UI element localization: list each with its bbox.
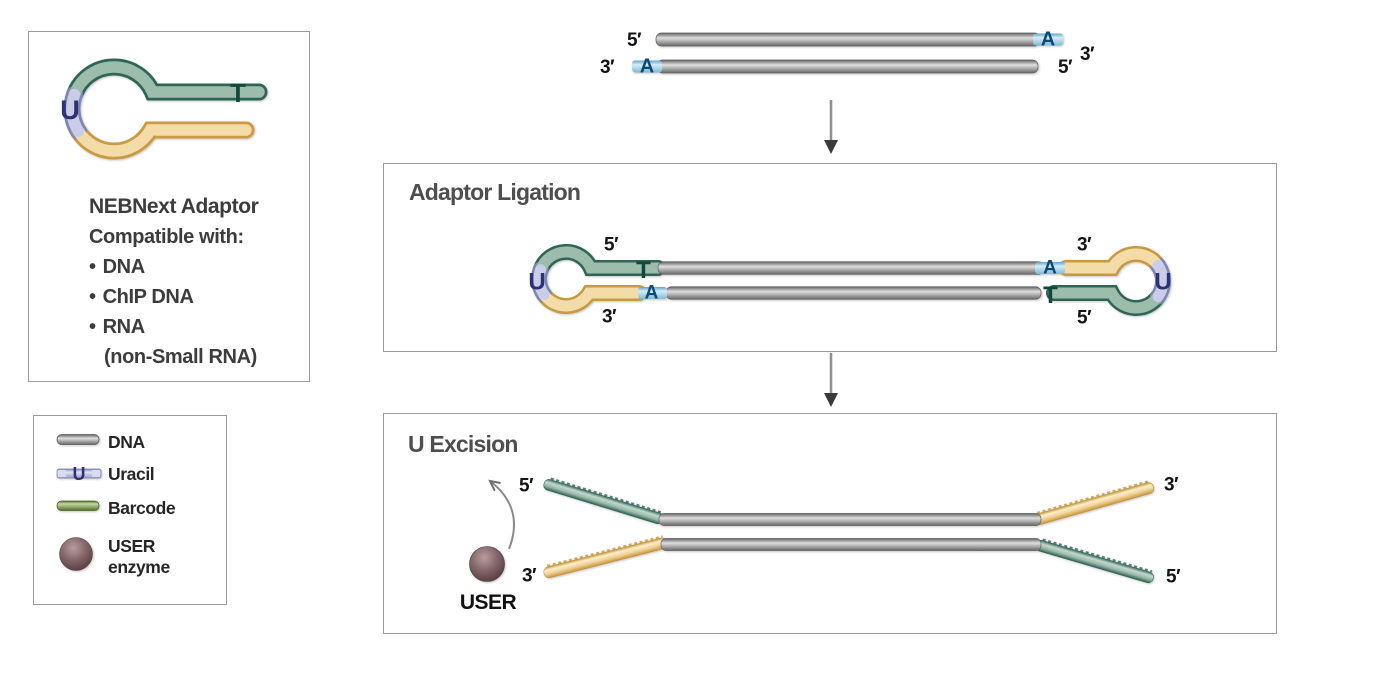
yellow-serration-ticks: [70, 132, 158, 159]
input-top-3prime-label: 3′: [1080, 44, 1095, 65]
input-top-5prime-label: 5′: [627, 30, 642, 51]
excision-arrow-head: [488, 479, 501, 492]
adaptor-info-text: NEBNext Adaptor Compatible with: • DNA • C…: [89, 192, 304, 372]
left-adaptor-yellow-strand: [538, 287, 645, 312]
barcode-icon: [56, 498, 108, 519]
bullet-icon: •: [89, 286, 96, 308]
excision-left-3prime-label: 3′: [522, 566, 537, 587]
insert-top-strand: [657, 261, 1045, 275]
ligation-left-3prime-label: 3′: [602, 307, 617, 328]
a-overhang-top-letter: A: [1041, 29, 1055, 51]
ligated-construct-graphic: T A A T U U 5′ 3′ 3′ 5′: [528, 235, 1171, 329]
left-bottom-yellow-arm: [543, 535, 668, 579]
left-adaptor-uracil-segment: [533, 264, 550, 300]
core-top-strand: [658, 513, 1042, 526]
left-a-base-letter: A: [645, 283, 659, 304]
a-overhang-bottom-letter: A: [640, 56, 654, 78]
adaptor-info-subtitle: Compatible with:: [89, 226, 244, 248]
right-a-base-segment: [1035, 262, 1065, 274]
adaptor-hairpin: [63, 58, 268, 160]
green-serration-ticks: [70, 59, 158, 86]
right-adaptor-uracil-segment: [1152, 260, 1169, 302]
excision-curved-arrow: [489, 480, 516, 550]
dna-top-strand: [655, 32, 1041, 47]
adaptor-ligation-title: Adaptor Ligation: [409, 179, 581, 205]
legend-label-barcode: Barcode: [108, 498, 176, 518]
input-bottom-3prime-label: 3′: [600, 57, 615, 78]
flow-arrow-down-2: [824, 353, 838, 407]
adaptor-green-strand: [68, 61, 265, 101]
compatible-item-label: RNA: [102, 316, 146, 338]
nebnext-adaptor-hairpin-graphic: U T: [60, 58, 268, 160]
left-adaptor-green-strand: [535, 246, 664, 276]
adaptor-uracil-segment: [66, 88, 85, 138]
arrow-head: [824, 140, 838, 154]
compatible-item-rna: • RNA: [89, 312, 304, 342]
nebnext-adaptor-info-box: U T NEBNext Adaptor Compatible with: • DN…: [28, 31, 310, 382]
ligation-right-5prime-label: 5′: [1077, 308, 1092, 329]
u-excision-box: U Excision: [383, 413, 1277, 634]
compatible-item-label: DNA: [102, 256, 146, 278]
ligation-right-3prime-label: 3′: [1077, 235, 1092, 256]
flow-arrow-down-1: [824, 100, 838, 154]
arrow-head: [824, 393, 838, 407]
excised-construct-graphic: 5′ 3′ 3′ 5′ USER: [460, 475, 1182, 615]
excision-left-5prime-label: 5′: [519, 476, 534, 497]
user-enzyme-icon: [56, 532, 108, 581]
legend-label-dna: DNA: [108, 432, 145, 452]
legend-label-uracil: Uracil: [108, 464, 155, 484]
legend-row-barcode: Barcode: [56, 498, 176, 519]
left-t-base-letter: T: [636, 257, 651, 284]
legend-label-user-line2: enzyme: [108, 556, 170, 577]
adaptor-yellow-strand: [72, 124, 252, 157]
a-overhang-bottom-segment: [632, 60, 662, 73]
u-excision-title: U Excision: [408, 431, 518, 457]
uracil-icon: U: [56, 460, 108, 489]
adaptor-ligation-box: Adaptor Ligation: [383, 163, 1277, 352]
excision-right-5prime-label: 5′: [1166, 567, 1181, 588]
input-bottom-5prime-label: 5′: [1058, 57, 1073, 78]
dna-bottom-strand: [656, 59, 1039, 74]
uracil-icon-letter: U: [73, 464, 86, 484]
core-bottom-strand: [660, 538, 1042, 551]
user-enzyme-label: USER: [460, 591, 517, 614]
legend-row-dna: DNA: [56, 431, 145, 454]
right-t-base-letter: T: [1043, 282, 1058, 309]
right-u-letter: U: [1154, 269, 1171, 296]
legend-row-uracil: U Uracil: [56, 460, 155, 489]
right-a-base-letter: A: [1043, 258, 1057, 279]
left-top-green-arm: [543, 477, 664, 524]
right-top-yellow-arm: [1033, 480, 1155, 525]
bullet-icon: •: [89, 256, 96, 278]
adaptor-info-title: NEBNext Adaptor: [89, 195, 259, 218]
adaptor-info-note: (non-Small RNA): [104, 346, 257, 368]
left-u-letter: U: [528, 269, 545, 296]
legend-label-user-enzyme: USER enzyme: [108, 536, 170, 578]
legend-label-user-line1: USER: [108, 535, 156, 556]
ligation-left-5prime-label: 5′: [604, 235, 619, 256]
insert-bottom-strand: [665, 286, 1042, 300]
compatible-item-dna: • DNA: [89, 252, 304, 282]
right-adaptor-green-strand: [1048, 287, 1164, 314]
left-a-base-segment: [638, 287, 667, 299]
adaptor-t-letter: T: [230, 78, 246, 108]
excision-right-3prime-label: 3′: [1164, 475, 1179, 496]
right-adaptor-yellow-strand: [1060, 248, 1164, 274]
legend-row-user-enzyme: USER enzyme: [56, 532, 170, 581]
right-bottom-green-arm: [1035, 538, 1154, 584]
input-dna-fragment-graphic: A A 5′ 3′ 3′ 5′: [600, 29, 1096, 79]
compatible-item-chip-dna: • ChIP DNA: [89, 282, 304, 312]
user-enzyme-sphere: [469, 546, 505, 582]
a-overhang-top-segment: [1033, 33, 1063, 46]
legend-box: DNA U Uracil Barcode: [33, 415, 227, 605]
compatible-item-label: ChIP DNA: [102, 286, 194, 308]
bullet-icon: •: [89, 316, 96, 338]
dna-icon: [56, 431, 108, 454]
adaptor-u-letter: U: [60, 95, 80, 125]
